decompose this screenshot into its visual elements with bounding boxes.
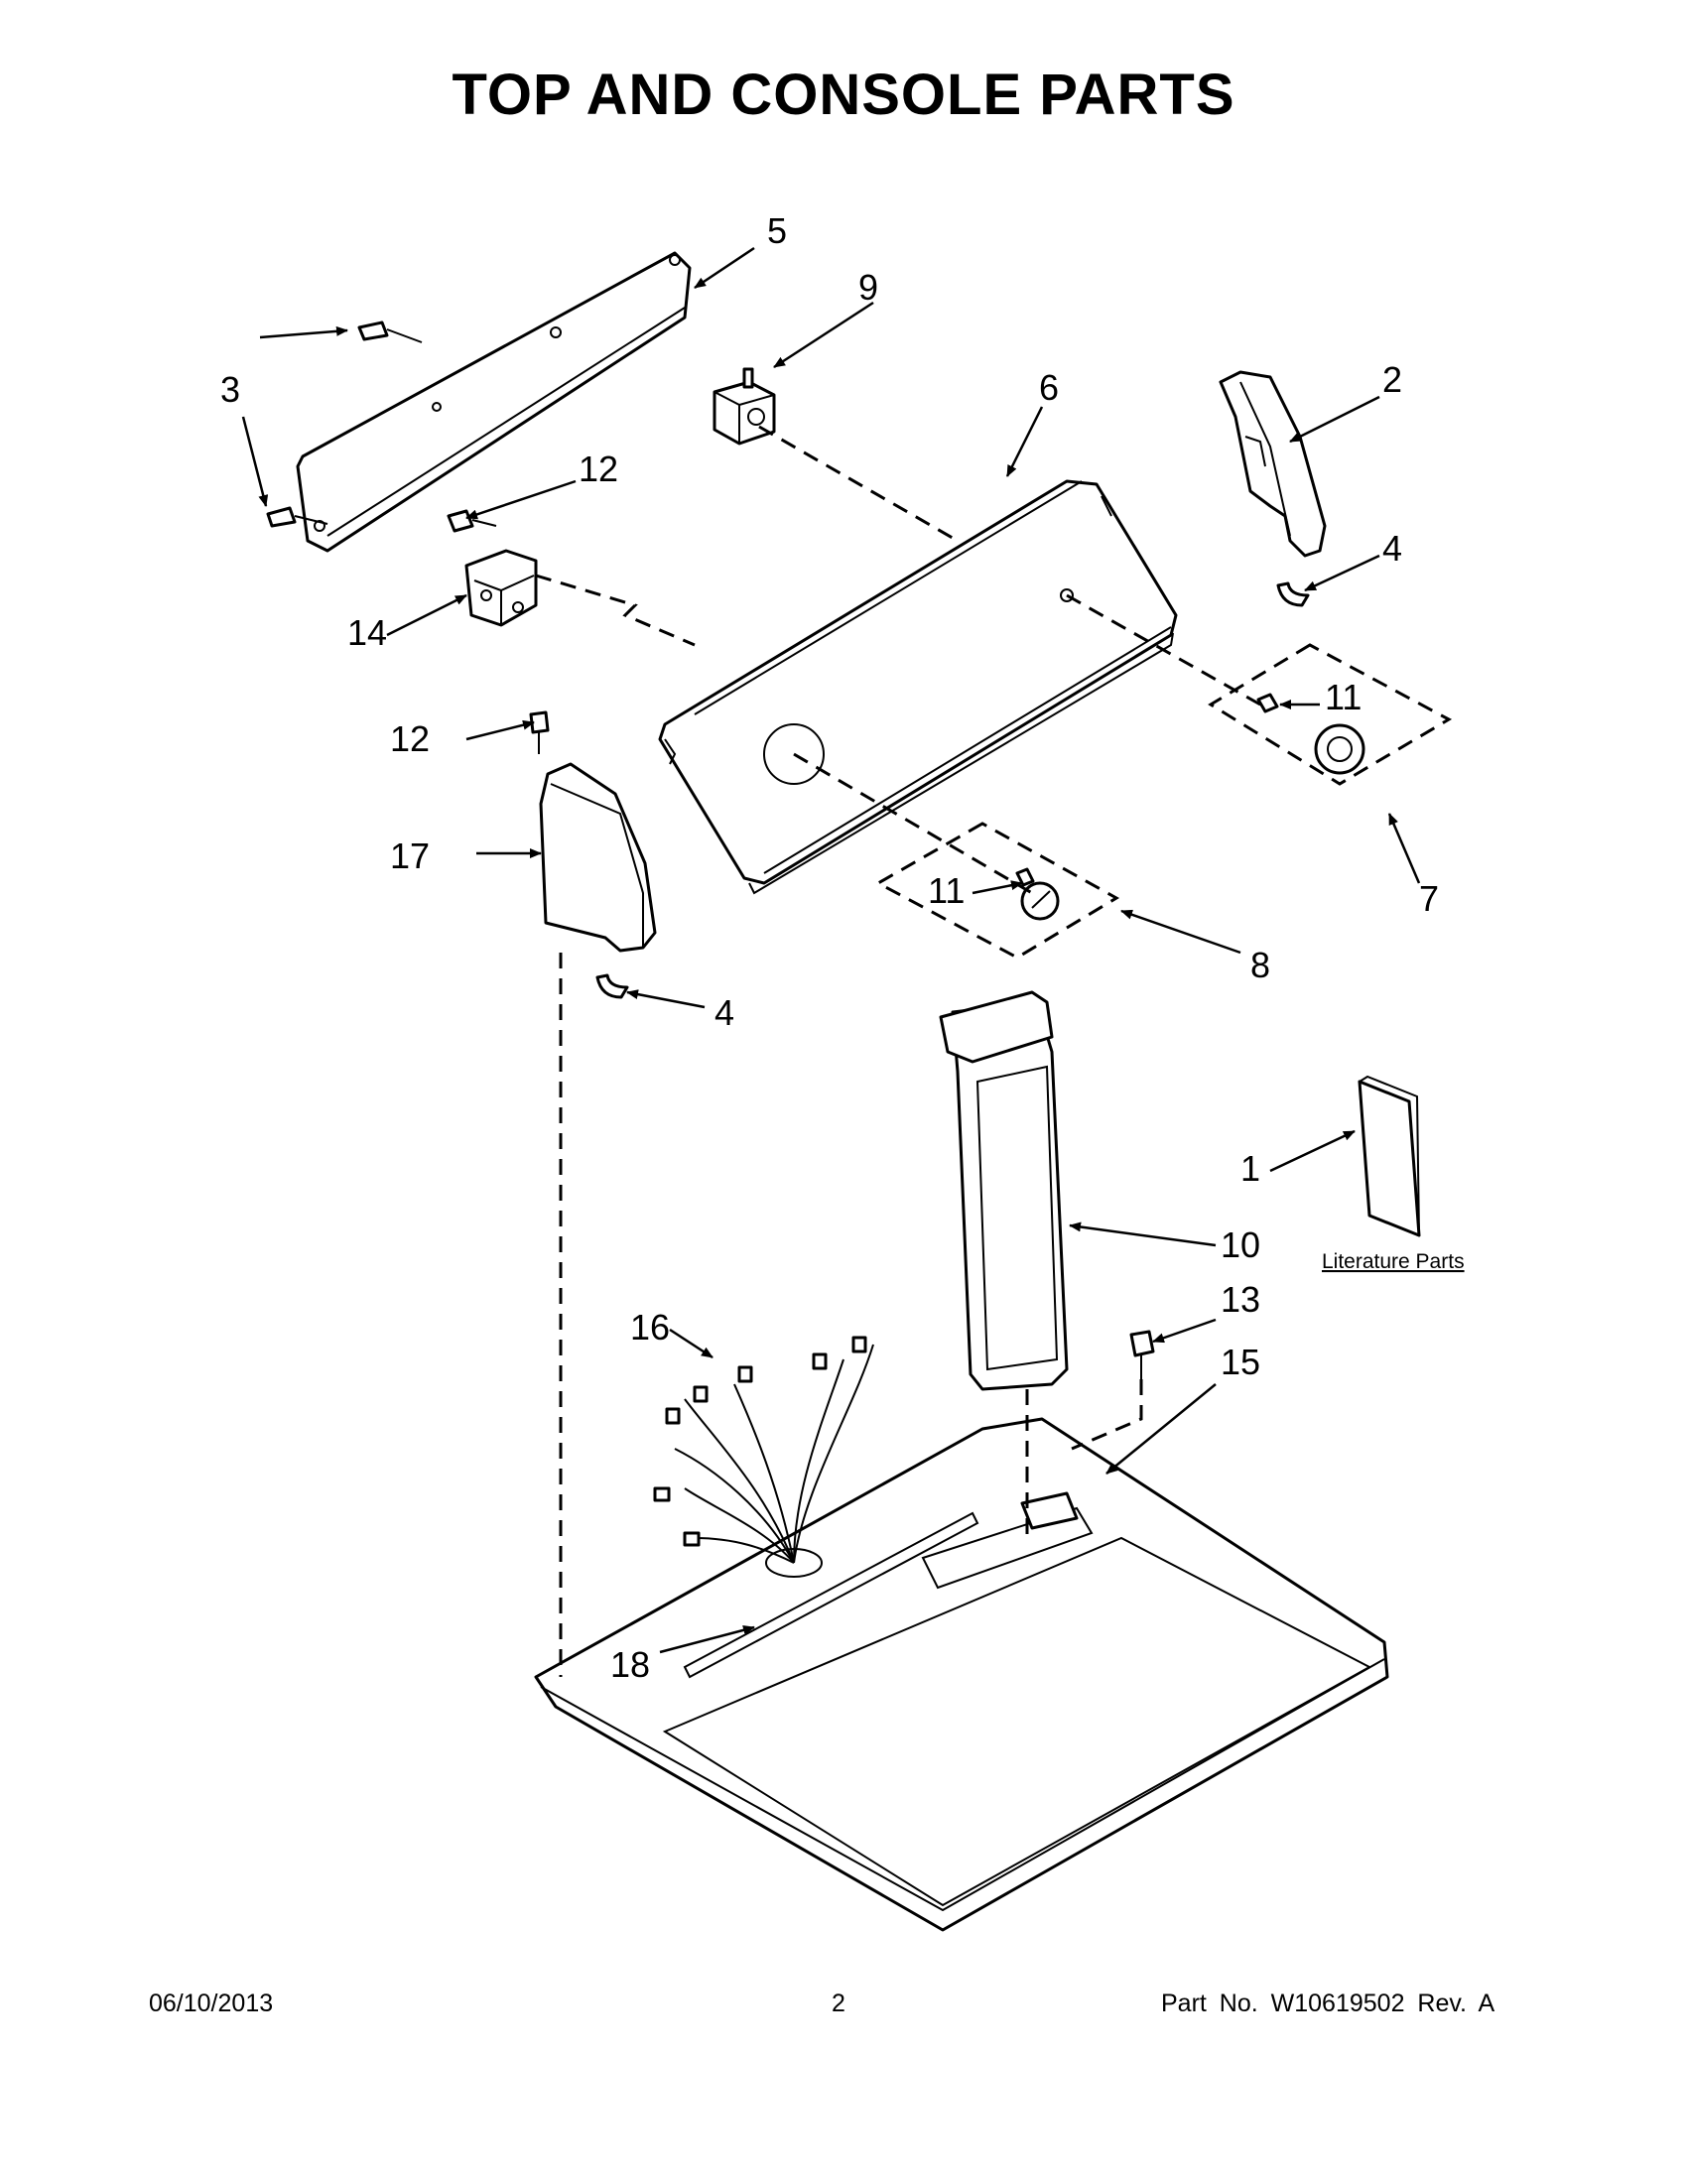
- part-10-lint-screen: [939, 990, 1069, 1391]
- footer-part-number: Part No. W10619502 Rev. A: [1161, 1990, 1495, 2017]
- callout-4a: 4: [1382, 528, 1402, 569]
- callout-11a: 11: [1325, 677, 1362, 717]
- page-title: TOP AND CONSOLE PARTS: [452, 63, 1235, 127]
- callout-2: 2: [1382, 359, 1402, 400]
- part-7-knob-group: [1208, 643, 1453, 786]
- callout-6: 6: [1039, 367, 1059, 408]
- part-6-console: [658, 479, 1178, 895]
- part-15-top-panel: [534, 1417, 1389, 1932]
- part-13-screw: [1129, 1330, 1155, 1379]
- callout-9: 9: [858, 267, 878, 308]
- part-3-screws: [266, 321, 423, 528]
- callout-10: 10: [1221, 1224, 1260, 1265]
- callout-11b: 11: [928, 870, 965, 911]
- part-1-literature: [1358, 1075, 1421, 1237]
- callout-12b: 12: [390, 718, 430, 759]
- callout-1: 1: [1240, 1148, 1260, 1189]
- callout-5: 5: [767, 210, 787, 251]
- part-14-timer: [464, 549, 538, 627]
- lint-mesh: [975, 1065, 1059, 1371]
- assembly-lines: [535, 425, 1261, 1677]
- callout-16: 16: [630, 1307, 670, 1348]
- leader-lines: [241, 246, 1421, 1654]
- callout-17: 17: [390, 835, 430, 876]
- footer-page-number: 2: [832, 1990, 845, 2017]
- callout-7: 7: [1419, 878, 1439, 919]
- part-9-push-switch: [713, 367, 776, 446]
- callout-18: 18: [610, 1644, 650, 1685]
- callout-15: 15: [1221, 1342, 1260, 1382]
- part-2-end-cap-right: [1219, 370, 1327, 558]
- callout-8: 8: [1250, 945, 1270, 985]
- callout-4b: 4: [714, 992, 734, 1033]
- part-5-rear-panel: [296, 251, 692, 553]
- callout-14: 14: [347, 612, 387, 653]
- part-12-screw-lower: [529, 710, 550, 754]
- part-4-clip-left: [595, 973, 629, 999]
- callout-13: 13: [1221, 1279, 1260, 1320]
- part-4-clip-right: [1276, 581, 1310, 607]
- literature-parts-label: Literature Parts: [1322, 1250, 1465, 1273]
- part-17-end-cap-left: [539, 762, 657, 953]
- callout-labels: 5 9 6 2 4 3 12 14 11 7 12 17 11 8 4 1 10…: [220, 210, 1465, 1685]
- callout-12a: 12: [579, 449, 618, 489]
- part-16-wire-harness: [653, 1336, 874, 1564]
- callout-3: 3: [220, 369, 240, 410]
- footer-date: 06/10/2013: [149, 1990, 274, 2017]
- part-8-knob-group: [874, 822, 1119, 960]
- part-12-screw-upper: [447, 509, 497, 533]
